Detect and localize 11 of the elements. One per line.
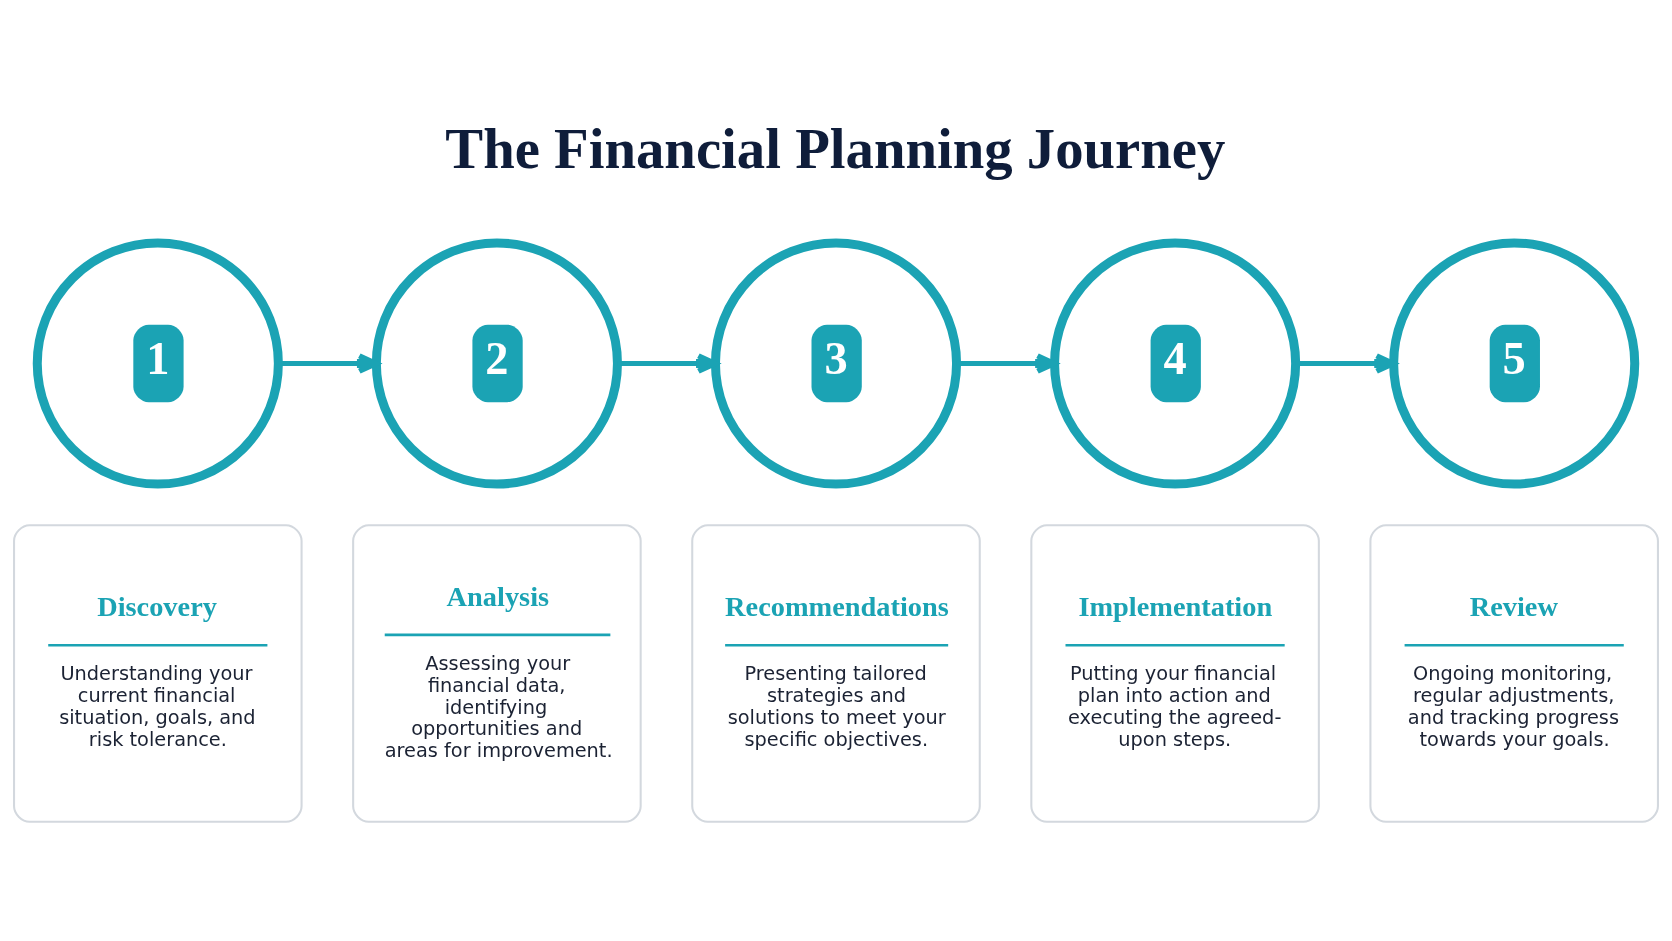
node-circle: 4: [1050, 238, 1301, 489]
node-box: Analysis Assessing your financial data, identifying opportunities and areas for improvement.: [352, 524, 642, 823]
node-circle: 5: [1389, 238, 1640, 489]
node-box: Implementation Putting your financial plan into action and executing the agreed-upon steps.: [1030, 524, 1320, 823]
node-circle: 2: [371, 238, 622, 489]
diagram-title: The Financial Planning Journey: [445, 117, 1226, 181]
node-box: Review Ongoing monitoring, regular adjustments, and tracking progress towards your goals.: [1369, 524, 1659, 823]
node-circle: 1: [32, 238, 283, 489]
node-circle: 3: [710, 238, 962, 489]
node-box: Recommendations Presenting tailored strategies and solutions to meet your specific objectives.: [691, 524, 981, 823]
node-box: Discovery Understanding your current financial situation, goals, and risk tolerance.: [13, 524, 303, 823]
